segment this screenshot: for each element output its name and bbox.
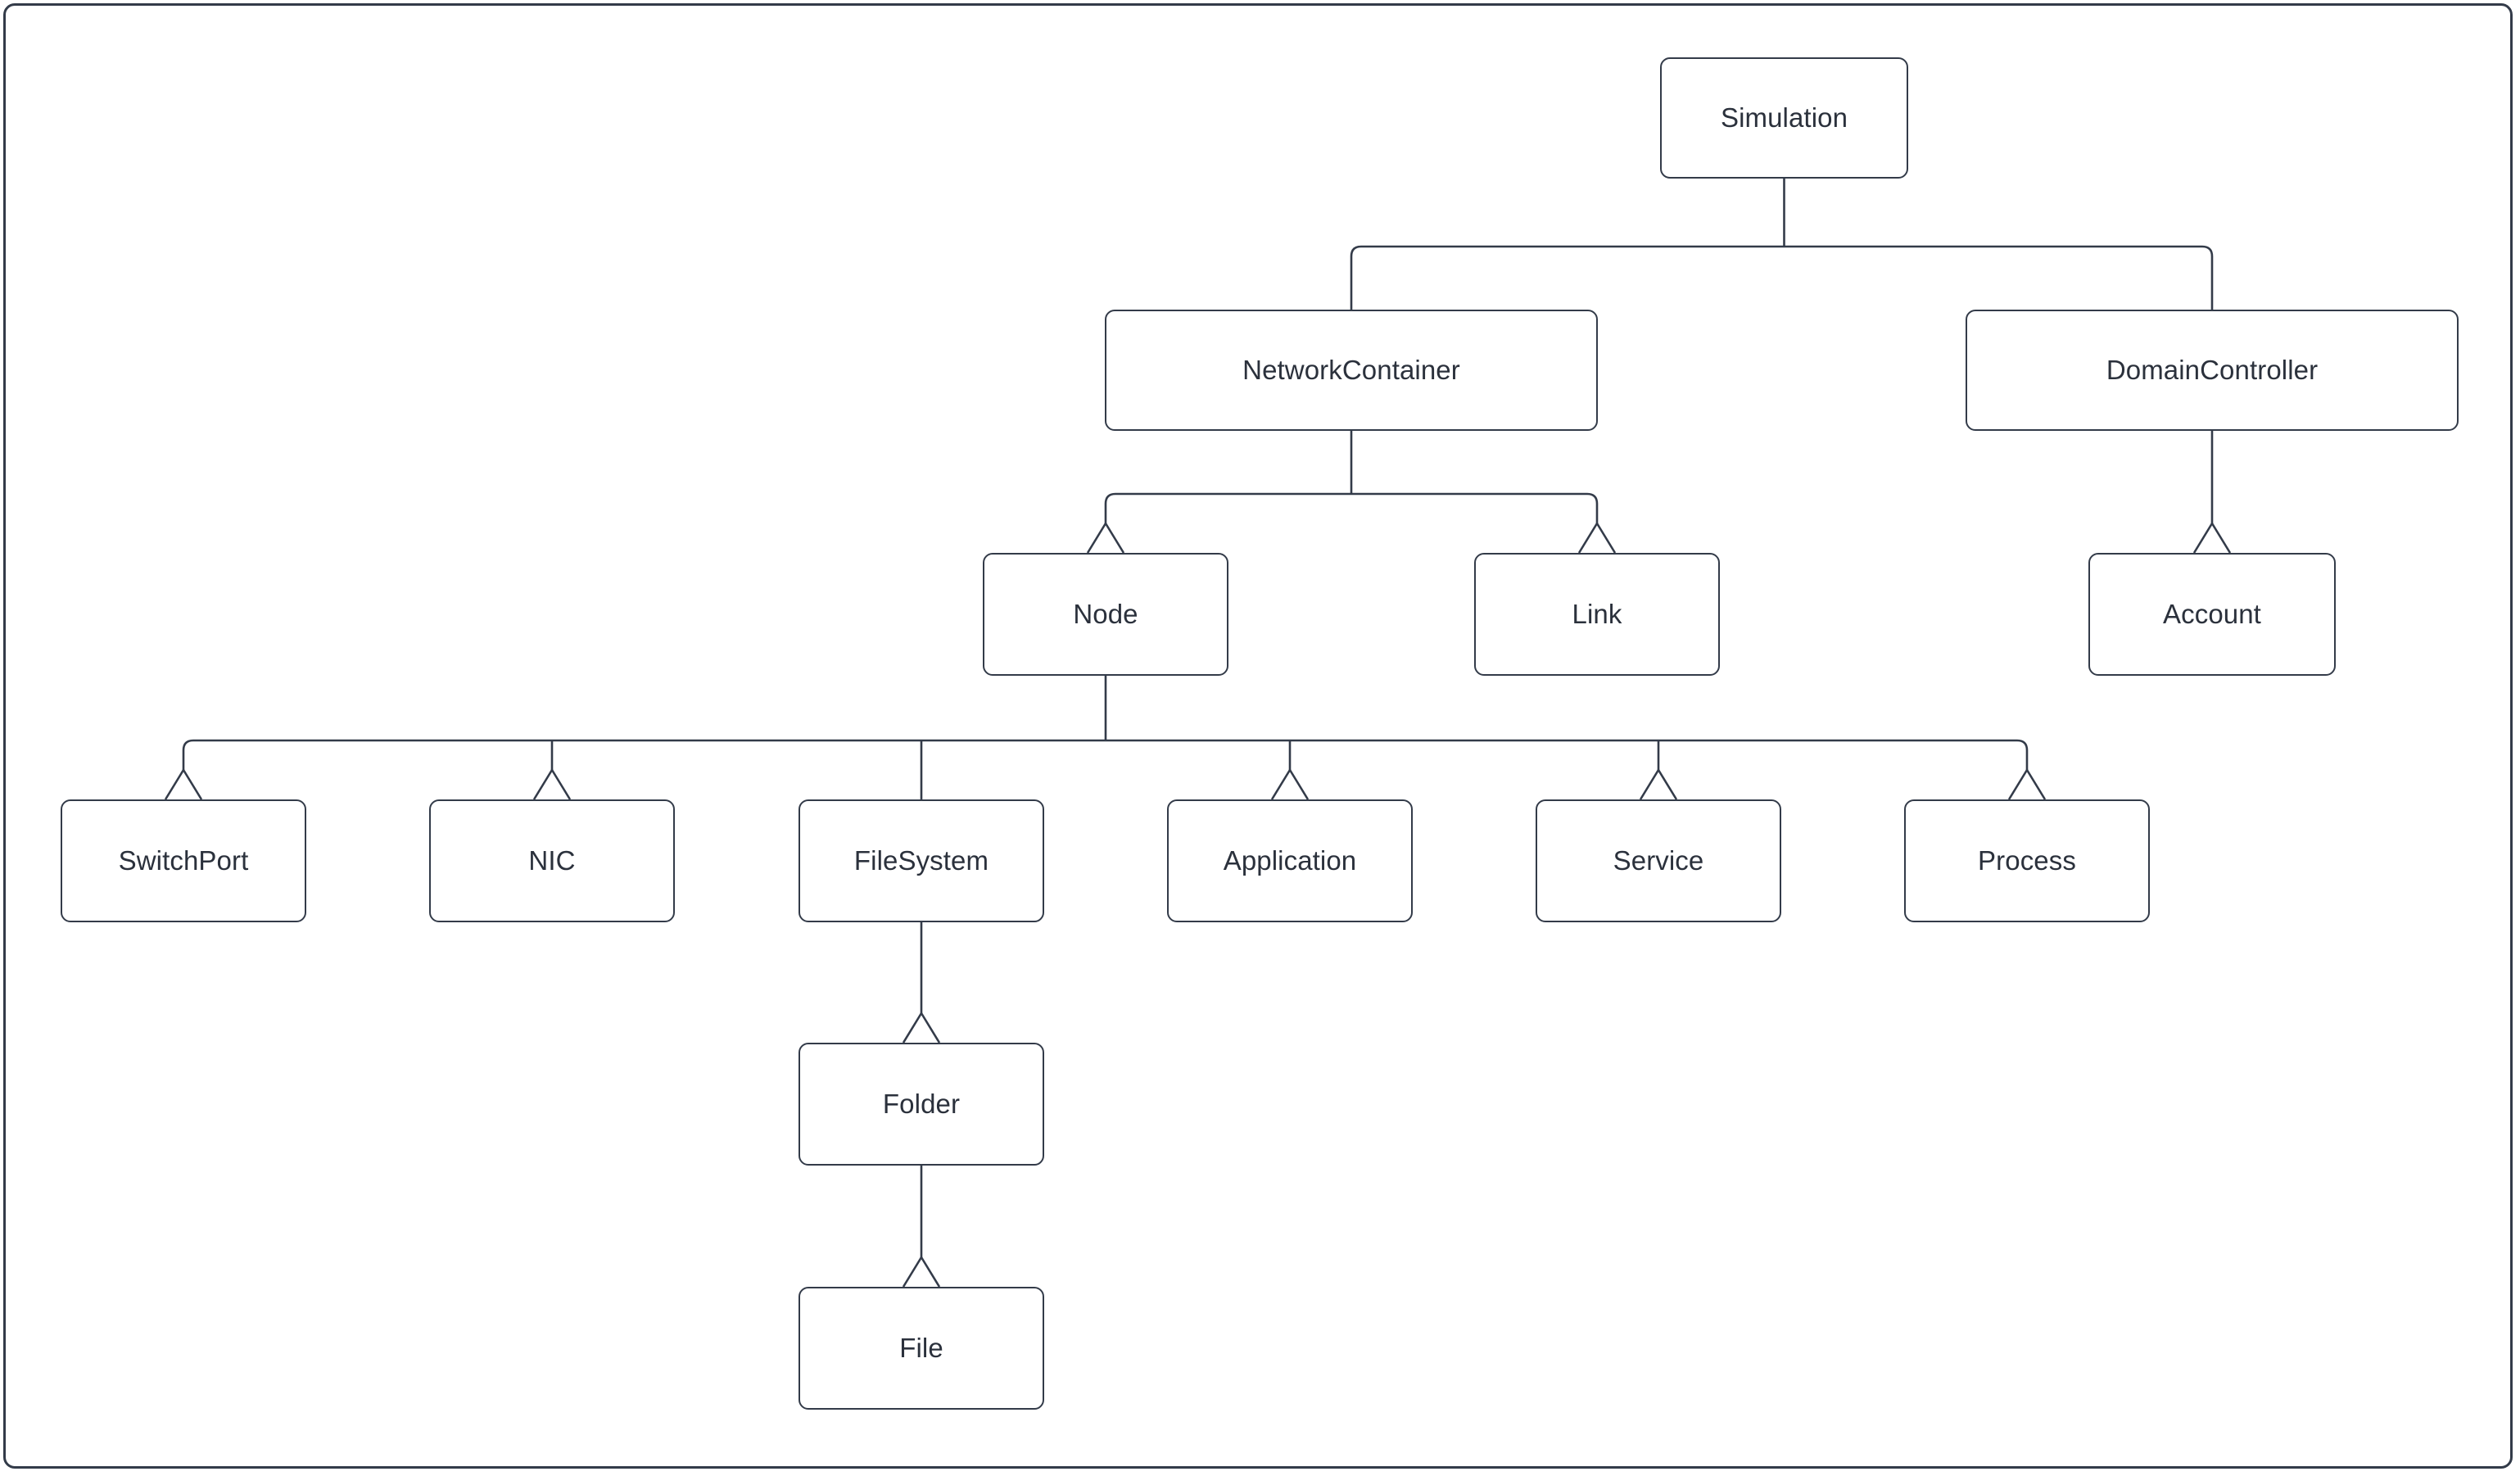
class-node-process[interactable]: Process [1904, 799, 2150, 922]
class-node-label: DomainController [2106, 354, 2319, 385]
class-node-filesystem[interactable]: FileSystem [799, 799, 1044, 922]
class-node-label: NetworkContainer [1242, 354, 1460, 385]
class-node-label: File [899, 1332, 943, 1363]
class-node-label: SwitchPort [118, 844, 249, 876]
class-node-label: Account [2163, 598, 2261, 629]
class-node-label: NIC [528, 844, 576, 876]
class-node-switchport[interactable]: SwitchPort [61, 799, 306, 922]
canvas-border [3, 3, 2513, 1469]
class-node-account[interactable]: Account [2088, 553, 2336, 676]
class-node-label: Simulation [1720, 102, 1848, 133]
class-node-label: Node [1073, 598, 1138, 629]
class-node-label: Service [1613, 844, 1704, 876]
class-node-label: Application [1223, 844, 1357, 876]
class-node-link[interactable]: Link [1474, 553, 1720, 676]
class-node-application[interactable]: Application [1167, 799, 1413, 922]
class-node-network_container[interactable]: NetworkContainer [1105, 310, 1598, 431]
class-node-service[interactable]: Service [1536, 799, 1781, 922]
class-node-folder[interactable]: Folder [799, 1043, 1044, 1166]
class-node-label: Link [1572, 598, 1622, 629]
class-node-label: Folder [882, 1088, 961, 1119]
class-node-domain_controller[interactable]: DomainController [1966, 310, 2459, 431]
class-node-label: FileSystem [853, 844, 989, 876]
class-node-node[interactable]: Node [983, 553, 1228, 676]
class-node-simulation[interactable]: Simulation [1660, 57, 1908, 179]
class-node-nic[interactable]: NIC [429, 799, 675, 922]
class-node-file[interactable]: File [799, 1287, 1044, 1410]
class-node-label: Process [1978, 844, 2076, 876]
